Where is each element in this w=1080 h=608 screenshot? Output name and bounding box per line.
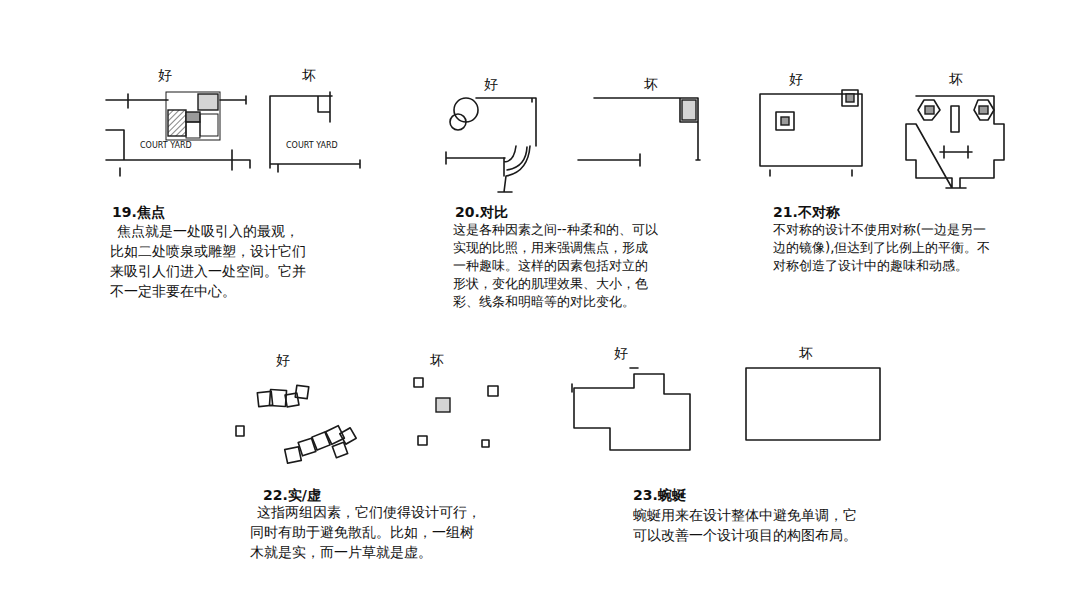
principle-title: 21.不对称 [773, 204, 840, 221]
focal-bad-sketch [270, 92, 360, 172]
bad-label: 坏 [799, 345, 813, 362]
good-label: 好 [158, 67, 172, 84]
principle-body: 不对称的设计不使用对称(一边是另一边的镜像),但达到了比例上的平衡。不对称创造了… [773, 221, 991, 275]
contrast-good-sketch [446, 98, 536, 192]
solid-void-good-sketch [236, 385, 356, 463]
principle-title: 20.对比 [455, 204, 508, 221]
bad-label: 坏 [644, 76, 658, 93]
good-label: 好 [484, 76, 498, 93]
good-label: 好 [276, 352, 290, 369]
meander-bad-sketch [746, 368, 880, 440]
courtyard-label: COURT YARD [286, 141, 338, 151]
bad-label: 坏 [949, 71, 963, 88]
bad-label: 坏 [302, 67, 316, 84]
courtyard-label: COURT YARD [140, 141, 192, 151]
contrast-bad-sketch [578, 98, 700, 166]
meander-good-sketch [572, 368, 690, 450]
principle-body: 这是各种因素之间--种柔和的、可以实现的比照，用来强调焦点，形成一种趣味。这样的… [453, 221, 658, 311]
good-label: 好 [614, 345, 628, 362]
asymmetry-good-sketch [760, 90, 862, 176]
principle-title: 22.实/虚 [263, 487, 321, 504]
principle-body: 蜿蜒用来在设计整体中避免单调，它可以改善一个设计项目的构图布局。 [633, 505, 865, 545]
bad-label: 坏 [430, 352, 444, 369]
principle-body: 焦点就是一处吸引入的最观，比如二处喷泉或雕塑，设计它们来吸引人们进入一处空间。它… [110, 221, 306, 301]
focal-good-sketch [106, 92, 250, 176]
good-label: 好 [789, 71, 803, 88]
principle-title: 19.焦点 [112, 204, 165, 221]
asymmetry-bad-sketch [906, 96, 1004, 188]
principle-body: 这指两组因素，它们使得设计可行，同时有助于避免散乱。比如，一组树木就是实，而一片… [250, 502, 482, 562]
principle-title: 23.蜿蜒 [633, 487, 686, 504]
solid-void-bad-sketch [414, 378, 498, 447]
